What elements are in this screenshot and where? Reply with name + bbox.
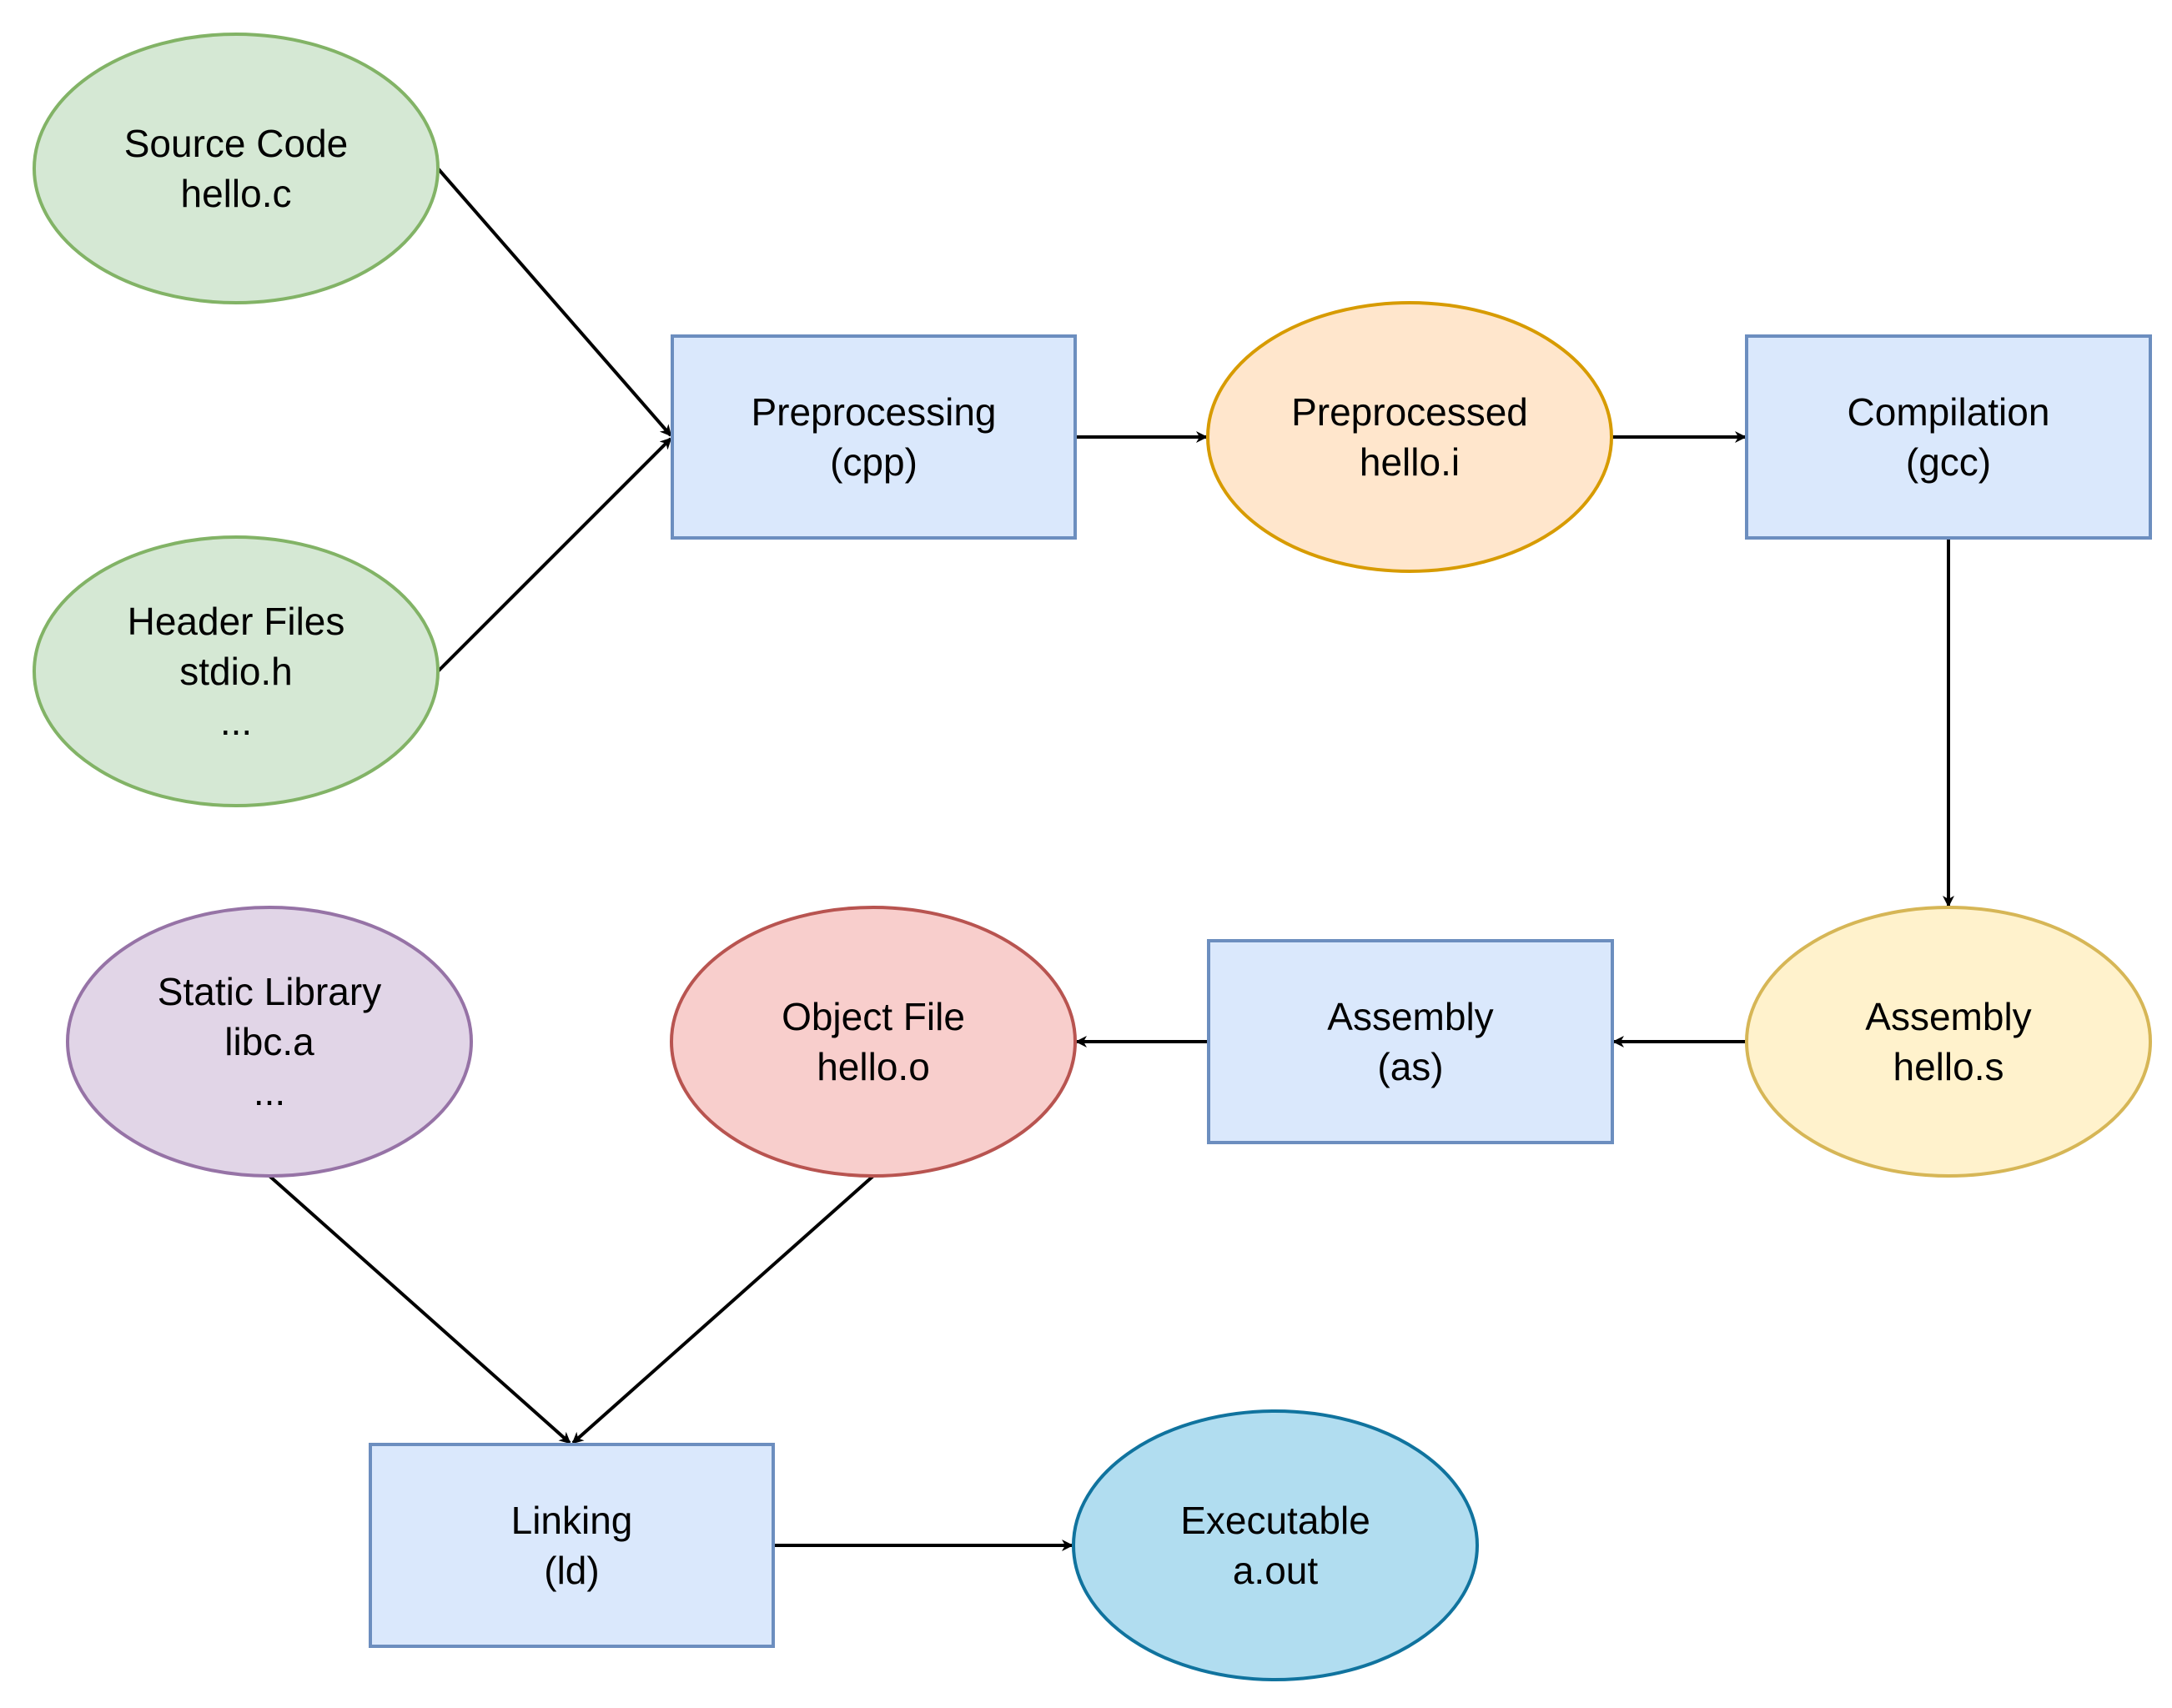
executable-node-label-line-1: Executable — [1180, 1499, 1370, 1542]
assembly-step-node-label-line-2: (as) — [1377, 1045, 1443, 1088]
source-code-node: Source Code hello.c — [33, 33, 440, 304]
assembly-file-node-shape — [1745, 906, 2152, 1178]
assembly-step-node-label-line-1: Assembly — [1327, 995, 1493, 1038]
compilation-node-shape — [1745, 334, 2152, 540]
preprocessing-node: Preprocessing (cpp) — [671, 334, 1077, 540]
header-files-node: Header Files stdio.h... — [33, 535, 440, 807]
linking-node-shape — [369, 1443, 775, 1648]
linking-node-label-line-1: Linking — [511, 1499, 633, 1542]
arrow-static-library-to-linking — [268, 1174, 571, 1444]
header-files-node-shape — [33, 535, 440, 807]
source-code-node-shape — [33, 33, 440, 304]
arrow-source-to-preprocessing — [436, 167, 672, 437]
header-files-node-label-line-1: Header Files — [128, 600, 345, 643]
preprocessed-node-label-line-2: hello.i — [1360, 440, 1460, 484]
source-code-node-label-line-1: Source Code — [124, 122, 349, 165]
compilation-node-label-line-2: (gcc) — [1906, 440, 1991, 484]
assembly-file-node: Assembly hello.s — [1745, 906, 2152, 1178]
source-code-node-label-line-2: hello.c — [181, 172, 292, 215]
executable-node: Executable a.out — [1072, 1409, 1479, 1681]
edges-layer — [268, 167, 1954, 1551]
assembly-step-node-shape — [1207, 939, 1614, 1144]
preprocessed-node: Preprocessed hello.i — [1206, 301, 1613, 573]
object-file-node: Object File hello.o — [670, 906, 1077, 1178]
arrow-headers-to-preprocessing — [436, 437, 672, 673]
static-library-node-label-line-2: libc.a — [224, 1020, 314, 1063]
preprocessing-node-label-line-1: Preprocessing — [751, 390, 996, 434]
executable-node-label-line-2: a.out — [1233, 1549, 1319, 1592]
compilation-node: Compilation (gcc) — [1745, 334, 2152, 540]
header-files-node-label-line-3: ... — [220, 700, 252, 743]
preprocessing-node-shape — [671, 334, 1077, 540]
preprocessing-node-label-line-2: (cpp) — [830, 440, 918, 484]
executable-node-shape — [1072, 1409, 1479, 1681]
linking-node: Linking (ld) — [369, 1443, 775, 1648]
assembly-file-node-label-line-2: hello.s — [1893, 1045, 2004, 1088]
static-library-node-label-line-1: Static Library — [158, 970, 381, 1013]
object-file-node-label-line-1: Object File — [782, 995, 965, 1038]
assembly-step-node: Assembly (as) — [1207, 939, 1614, 1144]
static-library-node: Static Library libc.a... — [66, 906, 473, 1178]
assembly-file-node-label-line-1: Assembly — [1865, 995, 2031, 1038]
preprocessed-node-label-line-1: Preprocessed — [1291, 390, 1528, 434]
object-file-node-shape — [670, 906, 1077, 1178]
static-library-node-shape — [66, 906, 473, 1178]
arrow-object-file-to-linking — [571, 1174, 875, 1444]
header-files-node-label-line-2: stdio.h — [179, 650, 293, 693]
linking-node-label-line-2: (ld) — [544, 1549, 599, 1592]
preprocessed-node-shape — [1206, 301, 1613, 573]
compilation-node-label-line-1: Compilation — [1848, 390, 2050, 434]
object-file-node-label-line-2: hello.o — [817, 1045, 930, 1088]
static-library-node-label-line-3: ... — [254, 1070, 285, 1113]
